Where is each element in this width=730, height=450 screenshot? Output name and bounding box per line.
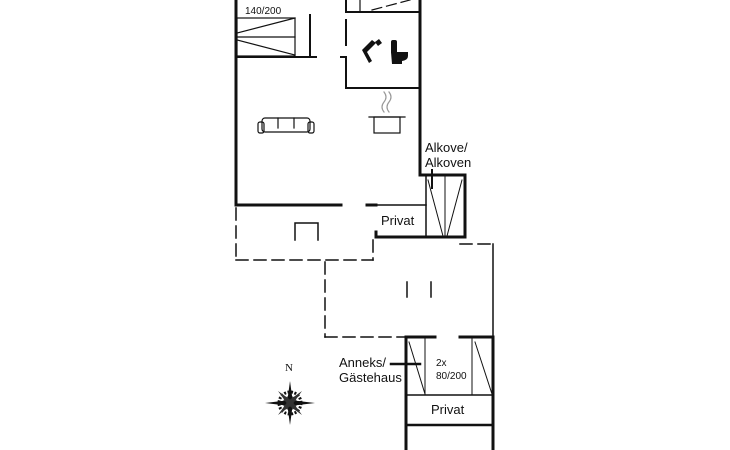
annex-beds-label-1: 2x bbox=[436, 358, 447, 369]
sofa-icon bbox=[257, 117, 315, 134]
privat-main-label: Privat bbox=[381, 213, 415, 228]
interior-walls bbox=[235, 0, 433, 238]
toilet-icon bbox=[391, 40, 408, 64]
annex-label-2: Gästehaus bbox=[339, 370, 402, 385]
annex-interior bbox=[389, 337, 495, 427]
compass-north-label: N bbox=[285, 362, 293, 374]
privat-annex-label: Privat bbox=[431, 402, 465, 417]
alkove-bed-icon bbox=[427, 176, 463, 237]
cooking-pot-icon bbox=[368, 91, 406, 134]
top-room-stair bbox=[359, 0, 411, 13]
compass-rose-icon bbox=[265, 381, 315, 425]
shower-icon bbox=[362, 39, 382, 63]
bed-icon bbox=[236, 17, 296, 57]
annex-label-1: Anneks/ bbox=[339, 355, 386, 370]
terrace-marks bbox=[294, 222, 432, 298]
annex-beds-label-2: 80/200 bbox=[436, 371, 467, 382]
alkove-label-1: Alkove/ bbox=[425, 140, 468, 155]
terrace-outline bbox=[235, 207, 494, 338]
alkove-label-2: Alkoven bbox=[425, 155, 472, 170]
bed-size-label: 140/200 bbox=[245, 6, 282, 17]
annex-walls bbox=[404, 335, 495, 450]
